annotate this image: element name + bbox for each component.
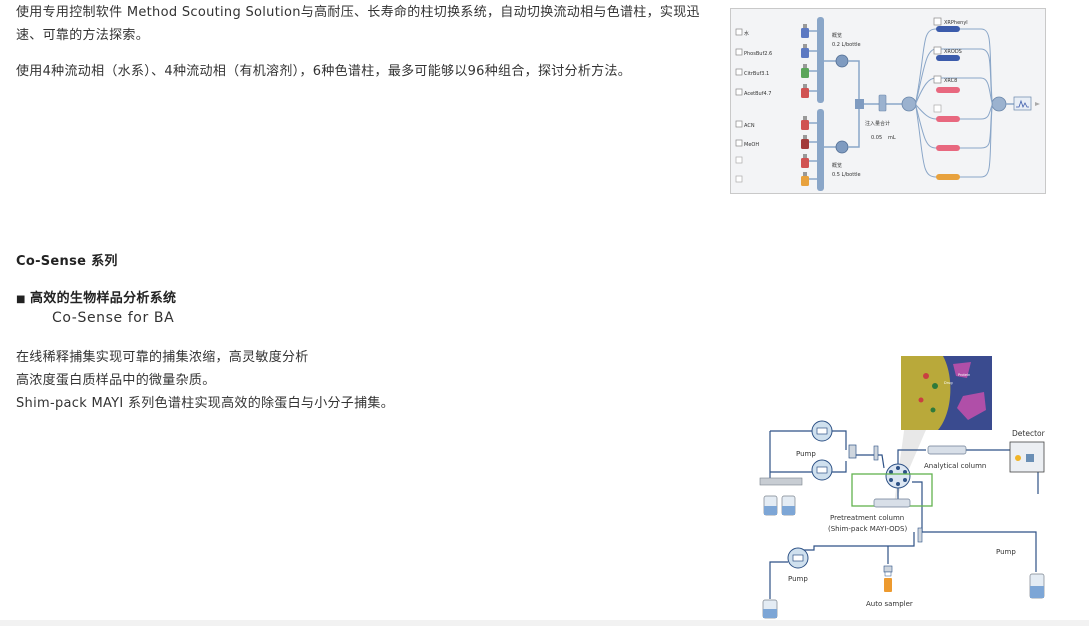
pretreatment-label-2: (Shim-pack MAYI-ODS) [828,525,907,533]
mixer: 注入量合计 0.05 mL [848,60,903,148]
bullet-square-icon: ■ [16,294,26,305]
aqueous-item-3: CitrBuf3.1 [744,71,769,77]
pump-lower [811,459,833,481]
pump-a-label: 概览 [832,32,842,39]
column-label-3: XRC8 [944,78,957,84]
organic-checklist: ACN MeOH [735,120,759,183]
mixer-label: 注入量合计 [865,120,890,127]
detector: Detector [1009,429,1046,473]
method-scouting-diagram: 水 PhosBuf2.6 CitrBuf3.1 AcetBuf4.7 ACN M… [730,8,1046,194]
tee-fitting-icon [917,527,923,543]
co-sense-flow-diagram: Protein Drug Pump [748,354,1058,624]
chromatogram-icon [1006,96,1040,111]
organic-item-2: MeOH [744,142,759,148]
co-sense-ba-subtitle: Co-Sense for BA [52,310,175,326]
bottle-icons [801,24,809,186]
inset-label-protein: Protein [958,373,970,377]
pump-upper: Pump [796,420,833,458]
pump-b: 概览 0.5 L/bottle [824,140,861,178]
inlet-valve-icon [901,96,917,112]
desc-line-1: 在线稀释捕集实现可靠的捕集浓缩，高灵敏度分析 [16,350,309,365]
switching-valve-icon [885,463,911,489]
union-fitting-icon [873,445,879,461]
column-label-1: XRPhenyl [944,20,968,26]
autosampler-label: Auto sampler [866,600,913,608]
aqueous-item-4: AcetBuf4.7 [744,91,771,97]
pump-b-flow: 0.5 L/bottle [832,172,861,178]
mixer-icon [848,444,857,459]
outlet-valve-icon [991,96,1007,112]
co-sense-heading: Co-Sense 系列 [16,254,118,269]
desc-line-3: Shim-pack MAYI 系列色谱柱实现高效的除蛋白与小分子捕集。 [16,396,394,411]
aqueous-checklist: 水 PhosBuf2.6 CitrBuf3.1 AcetBuf4.7 [735,28,772,97]
footer-strip [0,620,1089,626]
analytical-column: Analytical column [924,445,986,470]
pump-label-upper: Pump [796,450,816,458]
aqueous-item-1: 水 [744,30,749,37]
pump-a-flow: 0.2 L/bottle [832,42,861,48]
pretreatment-column: Pretreatment column (Shim-pack MAYI-ODS) [828,473,933,533]
bio-sample-title-text: 高效的生物样品分析系统 [30,291,177,306]
inset-label-drug: Drug [944,381,953,385]
pump-b-label: 概览 [832,162,842,169]
desc-line-2: 高浓度蛋白质样品中的微量杂质。 [16,373,216,388]
bio-sample-title: ■ 高效的生物样品分析系统 [16,287,176,306]
solvent-bottles [759,477,1045,619]
column-label-2: XRODS [944,49,962,55]
detector-label: Detector [1012,429,1046,438]
mixer-unit: mL [888,135,896,141]
columns: XRPhenyl XRODS XRC8 [933,17,968,180]
co-sense-description: 在线稀释捕集实现可靠的捕集浓缩，高灵敏度分析 高浓度蛋白质样品中的微量杂质。 S… [16,346,394,415]
aqueous-item-2: PhosBuf2.6 [744,51,772,57]
pump-label-right: Pump [996,548,1016,556]
solvent-manifolds [809,17,824,191]
pretreatment-label-1: Pretreatment column [830,514,904,522]
mixer-value: 0.05 [871,135,882,141]
pump-label-bottom: Pump [788,575,808,583]
organic-item-1: ACN [744,123,755,129]
autosampler: Auto sampler [866,565,913,608]
mobile-phase-paragraph: 使用4种流动相（水系）、4种流动相（有机溶剂），6种色谱柱，最多可能够以96种组… [16,64,632,79]
method-scouting-paragraph: 使用专用控制软件 Method Scouting Solution与高耐压、长寿… [16,5,700,43]
pump-bottom: Pump [787,547,809,583]
analytical-column-label: Analytical column [924,462,986,470]
